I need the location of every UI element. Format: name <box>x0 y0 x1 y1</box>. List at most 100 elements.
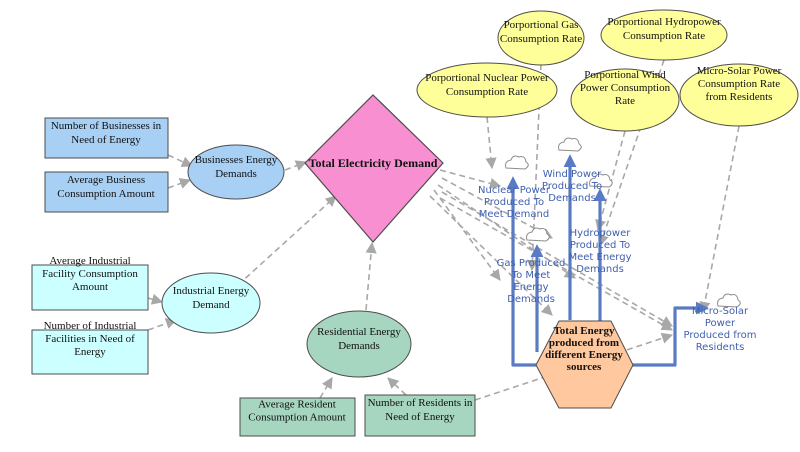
stock-label-resident-avg-line: Average Resident <box>258 399 336 411</box>
hexagon-label-line: sources <box>567 361 602 373</box>
cloud-icon <box>526 227 550 242</box>
total-energy-hexagon <box>535 320 634 409</box>
stock-label-businesses-count-line: Need of Energy <box>71 134 141 146</box>
stock-label-businesses-count-line: Number of Businesses in <box>51 120 162 132</box>
stock-box-industrial-count <box>31 329 149 375</box>
link-resident-avg-to-residential-demand <box>319 377 333 399</box>
rate-ellipse-wind <box>570 68 680 132</box>
stock-label-business-avg-line: Consumption Amount <box>57 188 155 200</box>
flow-label-solar-line: Power <box>705 318 736 329</box>
stock-box-businesses-count <box>44 117 169 159</box>
aux-ellipse-residential-demand <box>306 310 412 378</box>
link-business-demand-to-total <box>284 160 308 171</box>
aux-label-business-demand-line: Businesses Energy <box>195 154 278 166</box>
hexagon-label-line: different Energy <box>545 349 623 361</box>
rate-label-solar-line: Micro-Solar Power <box>697 65 782 77</box>
stock-label-industrial-avg-line: Facility Consumption <box>42 268 138 280</box>
flow-label-hydro-line: Produced To <box>570 240 630 251</box>
stock-label-industrial-avg-line: Average Industrial <box>49 255 130 267</box>
rate-label-wind-line: Porportional Wind <box>584 69 666 81</box>
aux-ellipse-business-demand <box>187 144 285 200</box>
stock-label-resident-avg-line: Consumption Amount <box>248 412 346 424</box>
flow-label-solar-line: Micro-Solar <box>692 306 749 317</box>
rate-label-gas-line: Porportional Gas <box>504 19 579 31</box>
flow-label-gas-line: Gas Produced <box>497 258 566 269</box>
stock-label-industrial-avg-line: Amount <box>72 281 108 293</box>
aux-label-residential-demand-line: Demands <box>338 340 380 352</box>
flow-label-hydro-line: Meet Energy <box>568 252 631 263</box>
flow-label-nuclear-line: Nuclear Power <box>478 185 551 196</box>
rate-ellipse-nuclear <box>416 62 558 118</box>
stock-box-resident-avg <box>239 397 356 437</box>
link-total-to-gas <box>433 189 501 281</box>
rate-label-nuclear-line: Consumption Rate <box>446 86 528 98</box>
stock-label-industrial-count-line: Facilities in Need of <box>45 333 135 345</box>
rate-label-solar-line: Consumption Rate <box>698 78 780 90</box>
link-business-avg-to-business-demand <box>167 178 192 189</box>
aux-ellipse-industrial-demand <box>161 272 261 334</box>
rate-ellipse-hydro <box>600 9 728 61</box>
stock-box-industrial-avg <box>31 264 149 311</box>
flow-label-gas-line: To Meet <box>511 270 551 281</box>
hexagon-label-line: produced from <box>549 337 619 349</box>
rate-ellipse-gas <box>497 10 585 66</box>
flow-label-solar-line: Produced from <box>684 330 757 341</box>
rate-label-nuclear-line: Porportional Nuclear Power <box>425 72 549 84</box>
link-nuclear-rate-to-nuclear <box>485 116 497 170</box>
link-residents-count-to-residential-demand <box>387 377 407 396</box>
cloud-icon <box>717 293 741 308</box>
flow-label-wind-line: Wind Power <box>543 169 602 180</box>
stock-label-residents-count-line: Number of Residents in <box>368 397 473 409</box>
flow-label-hydro-line: Hydropower <box>570 228 632 239</box>
rate-label-wind-line: Power Consumption <box>580 82 671 94</box>
flow-label-gas-line: Demands <box>507 294 555 305</box>
cloud-icon <box>505 155 529 170</box>
cloud-icon <box>589 173 613 188</box>
link-industrial-avg-to-industrial-demand <box>147 293 164 305</box>
flow-label-solar-line: Residents <box>696 342 745 353</box>
link-total-to-solar-a <box>441 191 673 327</box>
link-total-to-hexagon <box>429 195 553 316</box>
flow-label-nuclear-line: Meet Demand <box>479 209 549 220</box>
stock-box-business-avg <box>44 171 169 213</box>
link-total-to-nuclear <box>439 169 502 189</box>
rate-label-solar-line: from Residents <box>706 91 773 103</box>
link-total-to-solar-b <box>439 197 673 331</box>
rate-label-hydro-line: Porportional Hydropower <box>607 16 721 28</box>
stock-label-industrial-count-line: Energy <box>74 346 106 358</box>
rate-ellipse-solar <box>679 63 799 127</box>
link-businesses-count-to-business-demand <box>167 154 194 167</box>
aux-label-residential-demand-line: Residential Energy <box>317 326 401 338</box>
link-industrial-count-to-industrial-demand <box>147 318 178 331</box>
rate-label-hydro-line: Consumption Rate <box>623 30 705 42</box>
link-residential-demand-to-total <box>365 241 377 311</box>
link-solar-rate-to-solar <box>699 125 740 314</box>
aux-label-industrial-demand-line: Demand <box>192 299 230 311</box>
total-electricity-demand-diamond <box>304 94 444 243</box>
center-label-line: Total Electricity Demand <box>309 156 438 170</box>
hexagon-label-line: Total Energy <box>553 325 615 337</box>
cloud-icon <box>558 137 582 152</box>
energy-flows <box>506 154 709 367</box>
flow-label-nuclear-line: Produced To <box>484 197 544 208</box>
flow-label-wind-line: Produced To <box>542 181 602 192</box>
flow-label-hydro-line: Demands <box>576 264 624 275</box>
flow-label-wind-line: Demands <box>548 193 596 204</box>
